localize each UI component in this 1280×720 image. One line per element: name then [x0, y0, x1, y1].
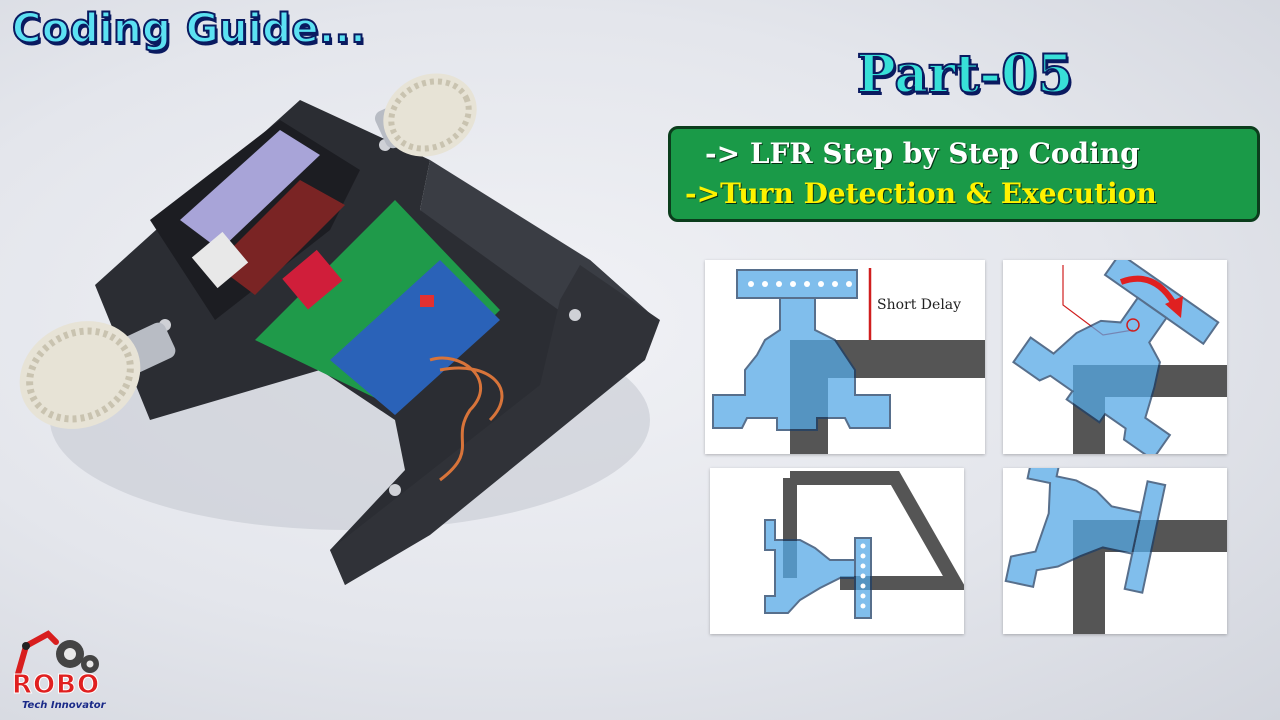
robot-silhouette	[1004, 468, 1167, 594]
robot-car-photo	[19, 73, 660, 585]
diagram-panel-curve	[710, 468, 964, 634]
sensor-highlight-circle	[1126, 318, 1140, 332]
banner-line-1: -> LFR Step by Step Coding	[705, 137, 1140, 170]
logo-tagline: Tech Innovator	[22, 700, 106, 711]
robot-silhouette	[764, 519, 872, 619]
robot-arm-icon	[15, 630, 99, 677]
track-curve	[790, 471, 964, 590]
rear-left-wheel	[19, 321, 141, 429]
diagram-panel-turn-complete	[1003, 468, 1227, 634]
part-number-title: Part-05	[856, 43, 1075, 106]
rotation-arrow-icon	[1119, 275, 1176, 304]
battery-cell-red	[215, 180, 345, 295]
channel-logo: ROBO Tech Innovator	[8, 626, 108, 718]
rear-right-wheel	[383, 73, 477, 157]
battery-cell-purple	[180, 130, 320, 250]
arduino-board	[330, 260, 500, 415]
sensor-dots	[860, 543, 866, 609]
topic-banner: -> LFR Step by Step Coding ->Turn Detect…	[668, 126, 1260, 222]
diagram-panel-short-delay: Short Delay	[705, 260, 985, 454]
diagram-panel-rotate	[1003, 260, 1227, 454]
short-delay-label: Short Delay	[877, 297, 962, 313]
logo-wordmark: ROBO	[11, 670, 101, 701]
robot-silhouette	[1012, 260, 1220, 454]
sensor-bar	[330, 265, 660, 585]
banner-line-2: ->Turn Detection & Execution	[685, 177, 1157, 210]
series-title: Coding Guide...	[11, 5, 367, 53]
sensor-dots	[748, 281, 852, 287]
